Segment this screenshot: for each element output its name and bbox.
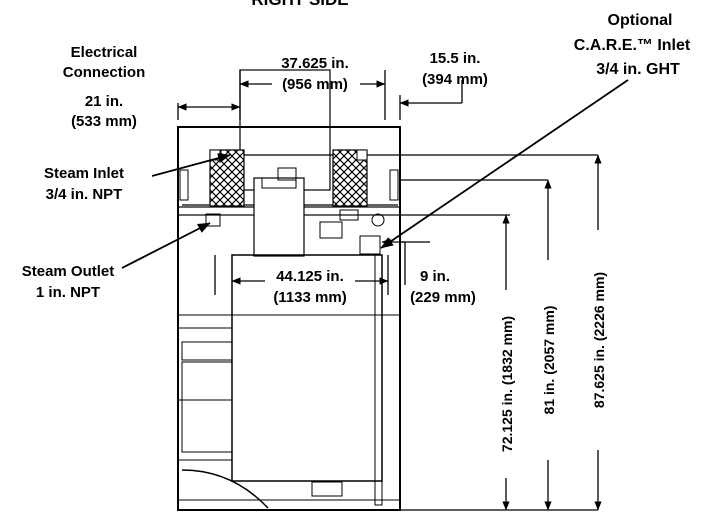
cabinet-outline: [177, 126, 401, 511]
steam-outlet-fitting: [205, 213, 221, 227]
dim-81-label: 81 in. (2057 mm): [541, 306, 557, 415]
care-label-3: 3/4 in. GHT: [596, 61, 680, 78]
steam-inlet-leader: [151, 153, 231, 177]
care-label-2: C.A.R.E.™ Inlet: [574, 37, 691, 54]
steam-inlet-label-2: 3/4 in. NPT: [46, 186, 123, 203]
dim-21-in: 21 in.: [85, 93, 123, 110]
dim-9-in: 9 in.: [420, 268, 450, 285]
steam-outlet-leader: [121, 222, 211, 269]
dim-21-mm: (533 mm): [71, 113, 137, 130]
dim-72-label: 72.125 in. (1832 mm): [499, 316, 515, 452]
dim-37-in: 37.625 in.: [281, 55, 349, 72]
dim-37-mm: (956 mm): [282, 76, 348, 93]
dim-15-in: 15.5 in.: [430, 50, 481, 67]
center-manifold: [253, 177, 305, 257]
dim-44-mm: (1133 mm): [273, 289, 346, 306]
electrical-label-1: Electrical: [71, 44, 138, 61]
fan-arc: [181, 469, 269, 509]
dimension-lines: [177, 70, 602, 511]
care-inlet-leader: [380, 79, 629, 249]
steam-inlet-label-1: Steam Inlet: [44, 165, 124, 182]
dim-44-in: 44.125 in.: [276, 268, 344, 285]
steam-outlet-label-2: 1 in. NPT: [36, 284, 100, 301]
dim-87-label: 87.625 in. (2226 mm): [591, 272, 607, 408]
steam-outlet-label-1: Steam Outlet: [22, 263, 115, 280]
view-title: RIGHT SIDE: [251, 0, 348, 9]
electrical-label-2: Connection: [63, 64, 146, 81]
care-label-1: Optional: [608, 12, 673, 29]
care-inlet-fitting: [359, 235, 381, 255]
control-panel: [181, 341, 233, 361]
callout-leaders: [121, 79, 629, 269]
dim-15-mm: (394 mm): [422, 71, 488, 88]
dim-9-mm: (229 mm): [410, 289, 476, 306]
